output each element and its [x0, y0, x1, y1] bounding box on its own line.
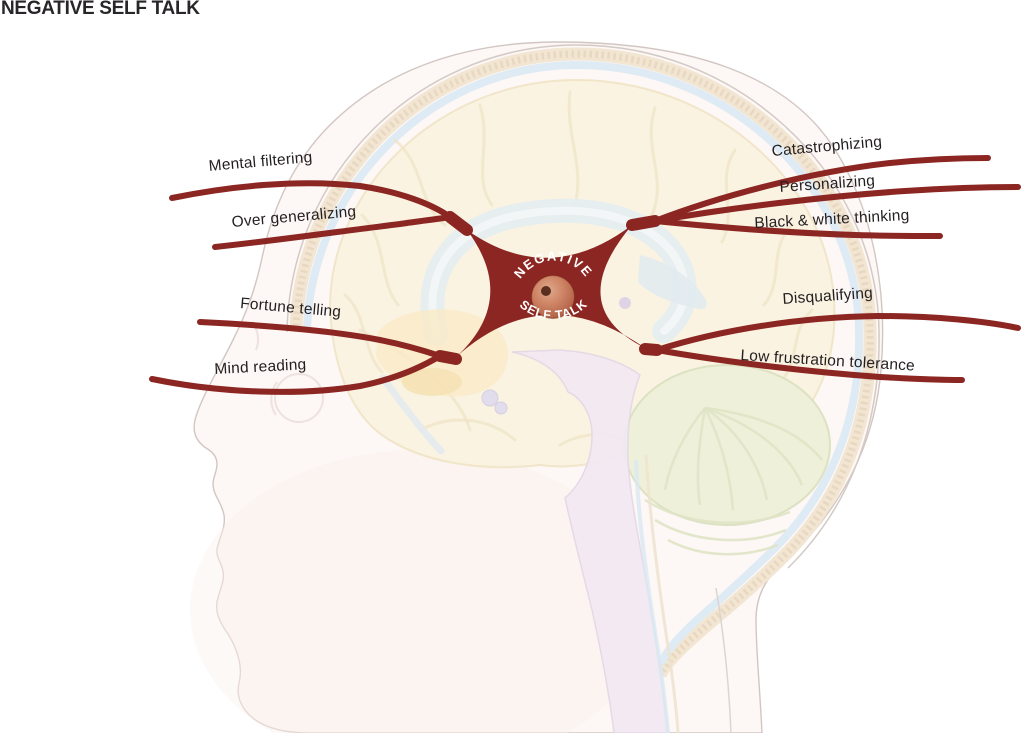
skull-outline	[286, 44, 880, 569]
branch-line-over-generalizing	[212, 214, 453, 250]
spinal-column-line	[644, 454, 680, 733]
page-title: NEGATIVE SELF TALK	[1, 0, 200, 19]
branch-lines	[149, 155, 1021, 395]
node-arm-top-right	[626, 215, 661, 231]
spinal-canal-line	[634, 459, 670, 733]
pituitary-gland	[481, 389, 499, 407]
branch-line-fortune-telling	[197, 319, 443, 359]
branch-line-mental-filtering	[169, 180, 453, 220]
cerebellum-folia	[644, 406, 823, 556]
eyelid-line	[270, 381, 278, 416]
nucleolus-spot	[541, 286, 551, 296]
node-nucleus	[530, 274, 576, 320]
branch-line-low-frustration-tolerance	[654, 347, 965, 383]
neck-line	[715, 587, 732, 733]
meninges-band	[303, 60, 864, 665]
mammillary-body	[494, 401, 508, 415]
branch-line-catastrophizing	[652, 155, 991, 224]
brainstem	[511, 349, 669, 733]
branch-line-disqualifying	[654, 312, 1021, 353]
branch-line-mind-reading	[149, 353, 443, 395]
thalamus-dot	[619, 297, 631, 309]
cerebellum	[623, 364, 831, 526]
skull-bone-band	[289, 47, 877, 679]
cheek-tint	[190, 450, 650, 733]
splenium-shape	[638, 255, 707, 310]
branch-line-black-white-thinking	[652, 218, 943, 239]
node-arm-bottom-right	[639, 343, 663, 356]
optic-chiasm-region	[402, 368, 462, 396]
node-arm-bottom-left	[434, 350, 462, 365]
skull-bone-stipple	[292, 50, 874, 677]
branch-line-personalizing	[652, 184, 1021, 224]
eye-outline	[274, 373, 324, 423]
optic-nerve	[379, 374, 445, 455]
node-arm-top-left	[444, 211, 473, 236]
